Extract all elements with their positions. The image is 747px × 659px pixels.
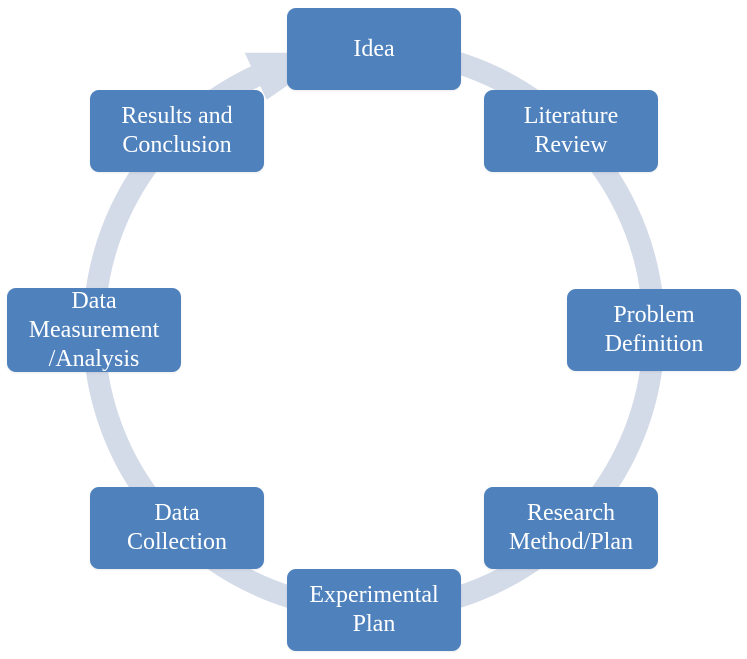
node-research-method-label: Research Method/Plan (509, 500, 633, 555)
node-experimental-plan: Experimental Plan (287, 569, 461, 651)
node-idea-label: Idea (353, 35, 395, 62)
node-experimental-plan-label: Experimental Plan (309, 582, 439, 637)
node-literature-review: Literature Review (484, 90, 658, 172)
node-problem-definition: Problem Definition (567, 289, 741, 371)
node-data-measurement-label: Data Measurement /Analysis (28, 287, 160, 372)
node-problem-definition-label: Problem Definition (604, 302, 704, 357)
node-results-conclusion-label: Results and Conclusion (121, 103, 233, 158)
node-data-collection-label: Data Collection (127, 500, 227, 555)
node-research-method: Research Method/Plan (484, 487, 658, 569)
node-data-collection: Data Collection (90, 487, 264, 569)
node-data-measurement: Data Measurement /Analysis (7, 288, 181, 372)
node-literature-review-label: Literature Review (523, 103, 619, 158)
node-idea: Idea (287, 8, 461, 90)
node-results-conclusion: Results and Conclusion (90, 90, 264, 172)
